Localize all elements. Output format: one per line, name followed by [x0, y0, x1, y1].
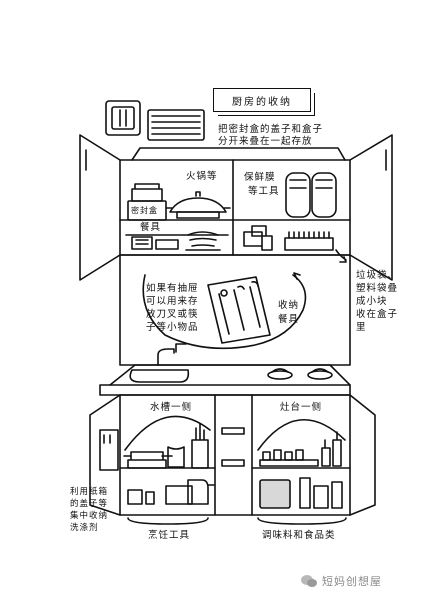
seasonings-label: 调味料和食品类: [262, 530, 336, 541]
wechat-icon: [301, 575, 317, 587]
sink-side-label: 水槽一侧: [150, 402, 193, 413]
watermark: 短妈创想屋: [300, 573, 382, 589]
garbage-note-4: 收在盒子: [356, 309, 399, 320]
upper-cabinet-items: [125, 172, 347, 263]
page-title: 厨房的收纳: [213, 88, 315, 116]
stove-side-label: 灶台一侧: [280, 402, 323, 413]
garbage-note-3: 成小块: [356, 296, 388, 307]
paper-box-note-3: 集中收纳: [70, 511, 109, 521]
drawer-note-1: 如果有抽屉: [146, 283, 199, 294]
sink-side-items: [99, 423, 215, 505]
label-brackets: [127, 517, 347, 525]
preservation-label-2: 等工具: [248, 186, 280, 197]
stove-side-items: [259, 431, 343, 509]
stacked-containers-icon: [105, 100, 205, 141]
garbage-note-1: 垃圾袋、: [356, 270, 399, 281]
tableware-label: 餐具: [140, 222, 162, 233]
sealed-box-label: 密封盒: [131, 206, 158, 215]
drawer-note-4: 子等小物品: [146, 322, 199, 333]
garbage-note-2: 塑料袋叠: [356, 283, 399, 294]
drawer-note-2: 可以用来存: [146, 296, 199, 307]
watermark-text: 短妈创想屋: [322, 575, 382, 588]
preservation-label-1: 保鲜膜: [244, 172, 276, 183]
cutlery-label-1: 收纳: [278, 300, 300, 311]
lid-note-line-2: 分开来叠在一起存放: [218, 136, 313, 147]
cutlery-label-2: 餐具: [278, 314, 300, 325]
lid-note-line-1: 把密封盒的盖子和盒子: [218, 124, 324, 135]
drawer-note-3: 放刀叉或筷: [146, 309, 199, 320]
hotpot-label: 火锅等: [186, 171, 218, 182]
paper-box-note-1: 利用纸箱: [70, 487, 109, 497]
counter-and-sink: [99, 343, 351, 396]
cooking-tools-label: 烹饪工具: [148, 530, 191, 541]
garbage-note-5: 里: [356, 322, 367, 333]
paper-box-note-4: 洗涤剂: [70, 523, 99, 533]
paper-box-note-2: 的盖子等: [70, 499, 109, 509]
